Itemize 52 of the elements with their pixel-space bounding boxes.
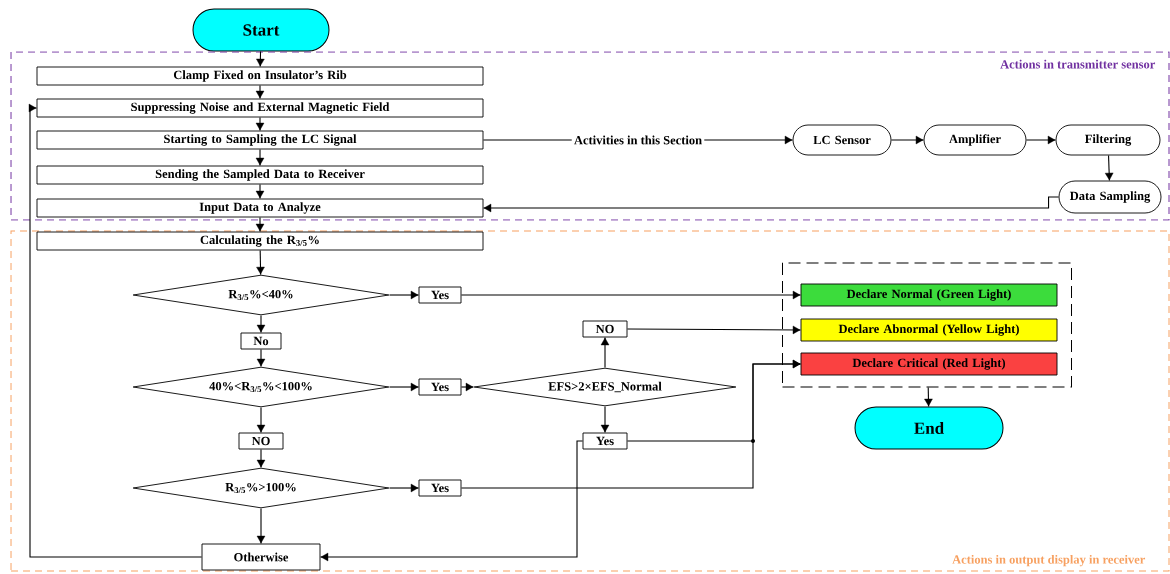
arrow [255, 116, 265, 132]
arrow [256, 507, 266, 545]
arrow [703, 135, 794, 145]
answer-box: Yes [418, 378, 462, 396]
answer-box: NO [238, 432, 284, 450]
arrow [256, 448, 266, 469]
arrow [600, 336, 610, 369]
arrow [256, 314, 266, 334]
arrow [255, 183, 265, 200]
dashed-group-box [782, 262, 1072, 388]
arrow [460, 359, 802, 489]
arrow [924, 386, 933, 408]
process-pill: Data Sampling [1058, 180, 1162, 214]
arrow [255, 148, 265, 167]
arrow [1025, 135, 1057, 145]
answer-box: Yes [582, 432, 628, 450]
arrow [626, 325, 802, 335]
text-label: Activities in this Section [571, 133, 705, 147]
answer-box: No [240, 332, 282, 350]
process-box: Suppressing Noise and External Magnetic Field [36, 98, 484, 118]
arrow [256, 249, 265, 276]
arrow [388, 483, 420, 493]
answer-box: Yes [418, 479, 462, 497]
process-box: Clamp Fixed on Insulator’s Rib [36, 66, 484, 86]
arrow [460, 382, 475, 392]
process-box: Starting to Sampling the LC Signal [36, 130, 484, 150]
process-box: Calculating the R$_{3/5}$% [36, 231, 484, 251]
arrow [388, 382, 420, 392]
arrow [890, 135, 925, 145]
process-box: Otherwise [201, 543, 321, 571]
arrow [255, 84, 265, 100]
process-box: Input Data to Analyze [36, 198, 484, 218]
arrow [600, 405, 610, 434]
arrow [256, 348, 266, 368]
arrow [255, 216, 265, 233]
arrow [319, 440, 584, 562]
process-box: Sending the Sampled Data to Receiver [36, 165, 484, 185]
arrow [256, 406, 266, 434]
arrow [482, 196, 1060, 213]
arrow [460, 290, 802, 300]
result-box: Declare Critical (Red Light) [800, 352, 1058, 376]
arrow [256, 50, 265, 68]
answer-box: Yes [418, 286, 462, 304]
process-pill: Amplifier [923, 124, 1027, 156]
answer-box: NO [582, 320, 628, 338]
arrow [1104, 154, 1114, 182]
process-pill: LC Sensor [792, 124, 892, 156]
arrow [388, 290, 420, 300]
arrow [28, 103, 203, 558]
result-box: Declare Normal (Green Light) [800, 283, 1058, 307]
result-box: Declare Abnormal (Yellow Light) [800, 318, 1058, 342]
process-pill: Filtering [1055, 124, 1161, 156]
